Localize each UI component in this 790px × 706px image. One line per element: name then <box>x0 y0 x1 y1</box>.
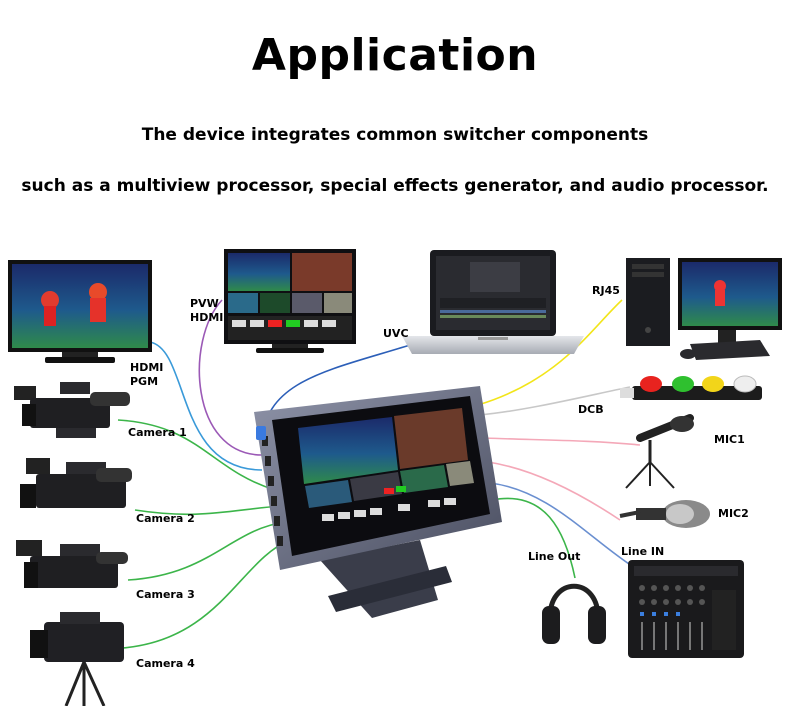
camera2-cable <box>134 505 281 516</box>
desktop-pc <box>626 258 782 360</box>
pvw-hdmi-cable <box>198 299 263 456</box>
camera4-cable <box>121 539 291 649</box>
mic2 <box>619 500 710 528</box>
line-in-cable <box>489 482 639 571</box>
tally-lights <box>620 375 762 400</box>
camera-3 <box>16 540 128 588</box>
label-dcb: DCB <box>578 403 604 416</box>
label-camera-1: Camera 1 <box>128 426 187 439</box>
camera-2 <box>20 458 132 508</box>
headphones <box>542 583 606 644</box>
label-camera-2: Camera 2 <box>136 512 195 525</box>
label-uvc: UVC <box>383 327 409 340</box>
label-rj45: RJ45 <box>592 284 620 297</box>
audio-mixer <box>628 560 744 658</box>
dcb-cable <box>479 386 631 416</box>
hdmi-pgm-cable <box>149 341 263 471</box>
subtitle-line-2: such as a multiview processor, special e… <box>21 176 769 196</box>
label-mic2: MIC2 <box>718 507 749 520</box>
mic1 <box>625 414 694 489</box>
camera-4 <box>30 612 124 706</box>
label-camera-3: Camera 3 <box>136 588 195 601</box>
label-line-out: Line Out <box>528 550 580 563</box>
camera1-cable <box>117 419 276 491</box>
page-title: Application <box>251 30 539 81</box>
camera-1 <box>14 382 130 438</box>
subtitle-line-1: The device integrates common switcher co… <box>141 125 649 145</box>
cables <box>117 299 641 649</box>
label-hdmi-pgm-1: HDMI <box>130 361 163 374</box>
label-pvw-hdmi-1: PVW <box>190 297 219 310</box>
laptop <box>402 250 584 354</box>
mic1-cable <box>484 437 641 446</box>
label-hdmi-pgm-2: PGM <box>130 375 158 388</box>
rj45-cable <box>477 299 623 406</box>
pvw-monitor <box>224 249 356 353</box>
mic2-cable <box>487 461 621 521</box>
label-camera-4: Camera 4 <box>136 657 195 670</box>
label-mic1: MIC1 <box>714 433 745 446</box>
label-line-in: Line IN <box>621 545 664 558</box>
pgm-monitor <box>8 260 152 363</box>
label-pvw-hdmi-2: HDMI <box>190 311 223 324</box>
camera3-cable <box>127 521 286 581</box>
line-out-cable <box>491 497 576 579</box>
video-switcher <box>254 386 502 618</box>
